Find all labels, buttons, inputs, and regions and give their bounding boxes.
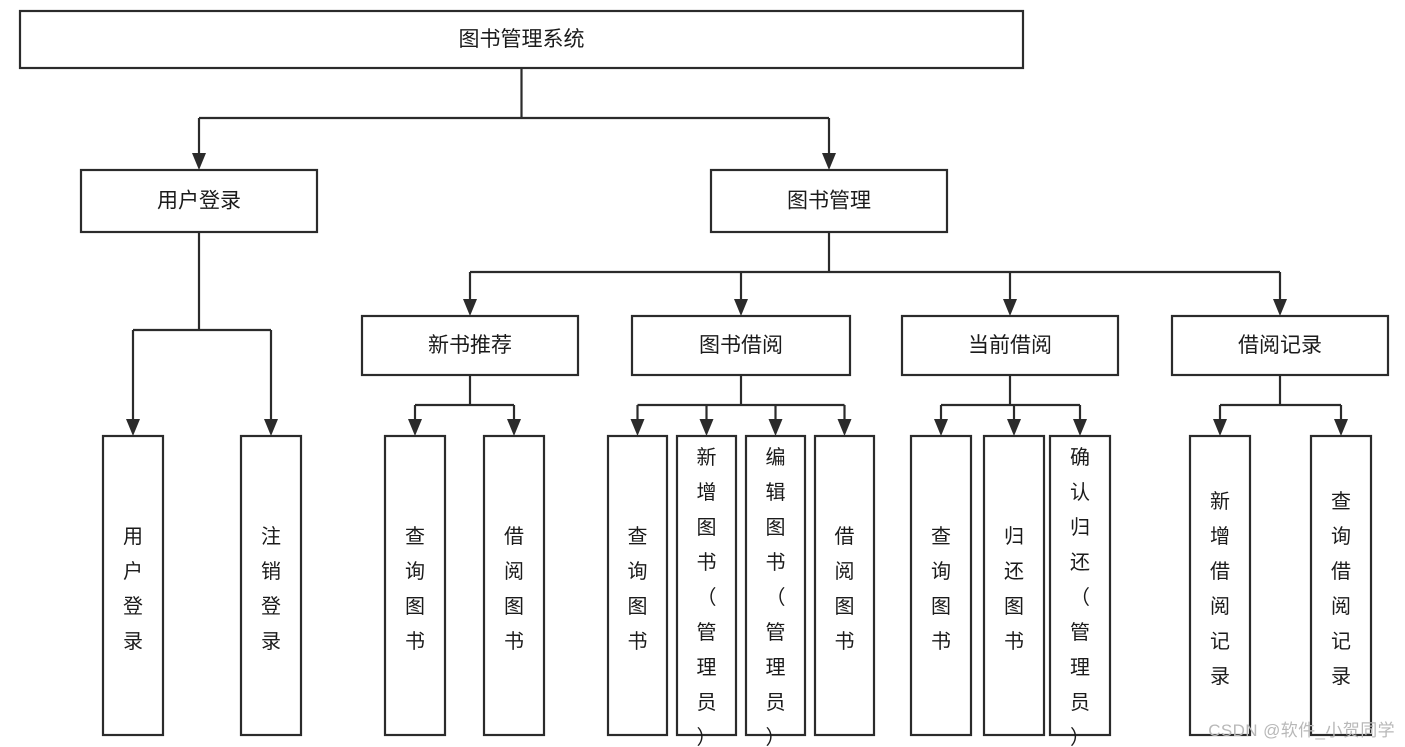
arrow-head-icon (192, 153, 206, 170)
node-leaf-query-book-3[interactable]: 查询图书 (909, 434, 973, 737)
node-leaf-borrow-book-1[interactable]: 借阅图书 (482, 434, 546, 737)
arrow-head-icon (1007, 419, 1021, 436)
node-label: 查询图书 (628, 525, 648, 653)
arrow-head-icon (264, 419, 278, 436)
connector-group-new-book-recommend (408, 375, 521, 436)
arrow-head-icon (408, 419, 422, 436)
node-label: 借阅记录 (1238, 334, 1322, 357)
arrow-head-icon (699, 419, 714, 436)
arrow-head-icon (1334, 419, 1348, 436)
node-leaf-query-borrow-record[interactable]: 查询借阅记录 (1309, 434, 1373, 737)
node-box[interactable] (239, 434, 303, 737)
arrow-head-icon (768, 419, 783, 436)
node-leaf-add-borrow-record[interactable]: 新增借阅记录 (1188, 434, 1252, 737)
node-leaf-user-login[interactable]: 用户登录 (101, 434, 165, 737)
node-current-borrow[interactable]: 当前借阅 (900, 314, 1120, 377)
node-label: 借阅图书 (504, 525, 524, 653)
arrow-head-icon (1273, 299, 1287, 316)
node-leaf-query-book-1[interactable]: 查询图书 (383, 434, 447, 737)
node-leaf-add-book[interactable]: 新增图书（管理员） (675, 434, 738, 747)
arrow-head-icon (934, 419, 948, 436)
nodes-layer: 图书管理系统用户登录图书管理新书推荐图书借阅当前借阅借阅记录用户登录注销登录查询… (18, 9, 1390, 747)
node-label: 新增图书（管理员） (697, 446, 717, 747)
node-label: 确认归还（管理员） (1070, 446, 1090, 747)
node-label: 注销登录 (261, 525, 281, 653)
node-label: 编辑图书（管理员） (766, 446, 786, 747)
connector-group-user-login (126, 232, 278, 436)
arrow-head-icon (822, 153, 836, 170)
node-box[interactable] (744, 434, 807, 737)
node-leaf-confirm-return[interactable]: 确认归还（管理员） (1048, 434, 1112, 747)
node-label: 查询图书 (931, 525, 951, 653)
node-box[interactable] (18, 9, 1025, 70)
node-box[interactable] (1188, 434, 1252, 737)
connectors-layer (126, 68, 1348, 436)
node-box[interactable] (360, 314, 580, 377)
arrow-head-icon (126, 419, 140, 436)
connector-group-book-manage (463, 232, 1287, 316)
node-label: 用户登录 (123, 526, 143, 653)
node-label: 查询图书 (405, 525, 425, 653)
node-new-book-recommend[interactable]: 新书推荐 (360, 314, 580, 377)
node-box[interactable] (909, 434, 973, 737)
arrow-head-icon (734, 299, 748, 316)
node-label: 图书管理系统 (459, 28, 585, 51)
node-user-login[interactable]: 用户登录 (79, 168, 319, 234)
node-leaf-logout[interactable]: 注销登录 (239, 434, 303, 737)
node-leaf-edit-book[interactable]: 编辑图书（管理员） (744, 434, 807, 747)
node-box[interactable] (900, 314, 1120, 377)
arrow-head-icon (463, 299, 477, 316)
node-box[interactable] (482, 434, 546, 737)
node-box[interactable] (630, 314, 852, 377)
node-box[interactable] (1048, 434, 1112, 737)
arrow-head-icon (837, 419, 852, 436)
node-label: 新书推荐 (428, 334, 512, 357)
arrow-head-icon (507, 419, 521, 436)
node-box[interactable] (813, 434, 876, 737)
node-box[interactable] (1170, 314, 1390, 377)
node-borrow-record[interactable]: 借阅记录 (1170, 314, 1390, 377)
node-label: 图书管理 (787, 190, 871, 213)
arrow-head-icon (1073, 419, 1087, 436)
node-box[interactable] (79, 168, 319, 234)
node-box[interactable] (383, 434, 447, 737)
node-box[interactable] (982, 434, 1046, 737)
connector-group-borrow-record (1213, 375, 1348, 436)
node-book-manage[interactable]: 图书管理 (709, 168, 949, 234)
node-label: 用户登录 (157, 190, 241, 213)
node-label: 当前借阅 (968, 334, 1052, 357)
node-box[interactable] (101, 434, 165, 737)
node-label: 借阅图书 (835, 525, 855, 653)
node-root[interactable]: 图书管理系统 (18, 9, 1025, 70)
connector-group-current-borrow (934, 375, 1087, 436)
node-leaf-borrow-book-2[interactable]: 借阅图书 (813, 434, 876, 737)
node-label: 归还图书 (1004, 525, 1024, 653)
node-box[interactable] (606, 434, 669, 737)
node-label: 新增借阅记录 (1210, 490, 1230, 688)
connector-group-book-borrow (630, 375, 852, 436)
arrow-head-icon (630, 419, 645, 436)
node-label: 图书借阅 (699, 334, 783, 357)
arrow-head-icon (1213, 419, 1227, 436)
connector-group-root (192, 68, 836, 170)
node-box[interactable] (675, 434, 738, 737)
watermark-text: CSDN @软件_小贺同学 (1208, 721, 1395, 740)
node-label: 查询借阅记录 (1331, 490, 1351, 688)
node-box[interactable] (709, 168, 949, 234)
arrow-head-icon (1003, 299, 1017, 316)
node-leaf-query-book-2[interactable]: 查询图书 (606, 434, 669, 737)
node-leaf-return-book[interactable]: 归还图书 (982, 434, 1046, 737)
node-book-borrow[interactable]: 图书借阅 (630, 314, 852, 377)
node-box[interactable] (1309, 434, 1373, 737)
